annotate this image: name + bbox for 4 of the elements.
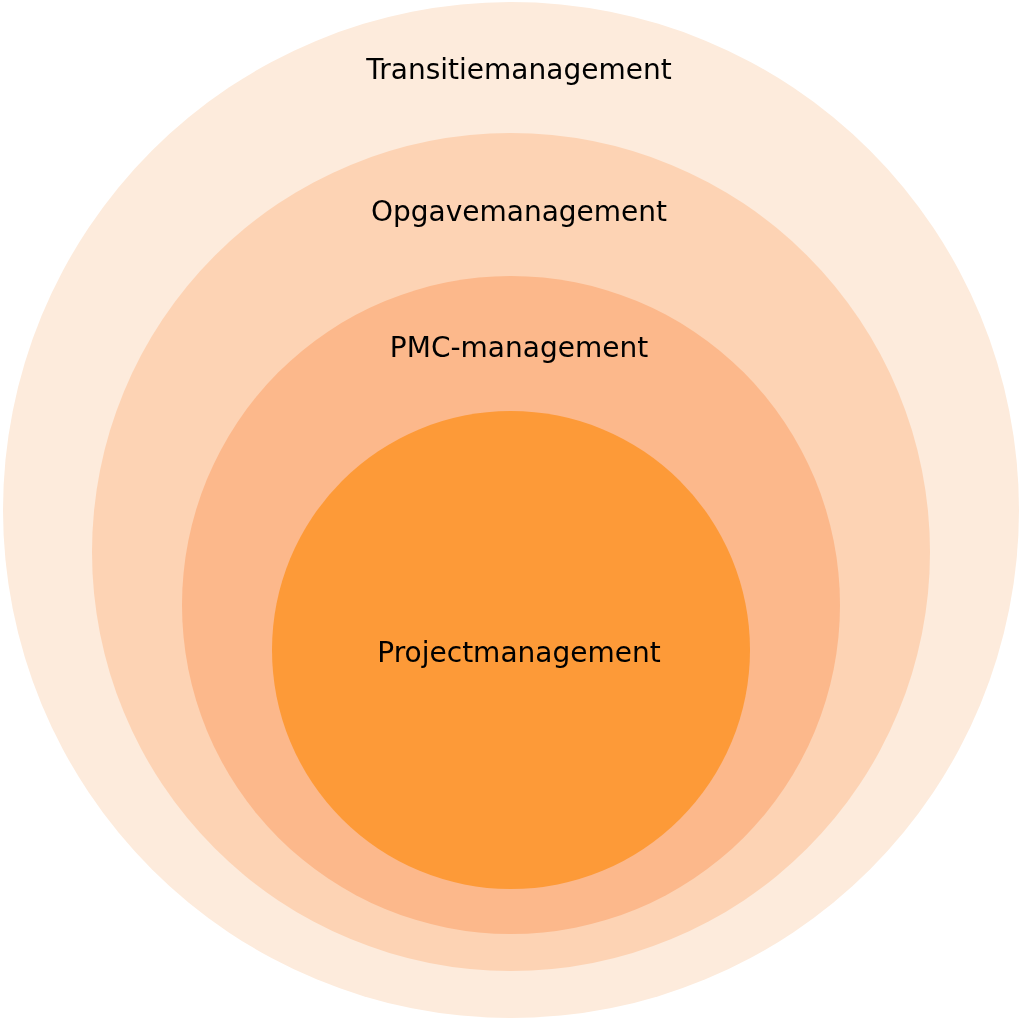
circle-title: Projectmanagement <box>377 636 661 670</box>
circle-title: Transitiemanagement <box>366 53 672 87</box>
circle-title: Opgavemanagement <box>370 195 668 229</box>
circle-title: PMC-management <box>389 331 649 365</box>
